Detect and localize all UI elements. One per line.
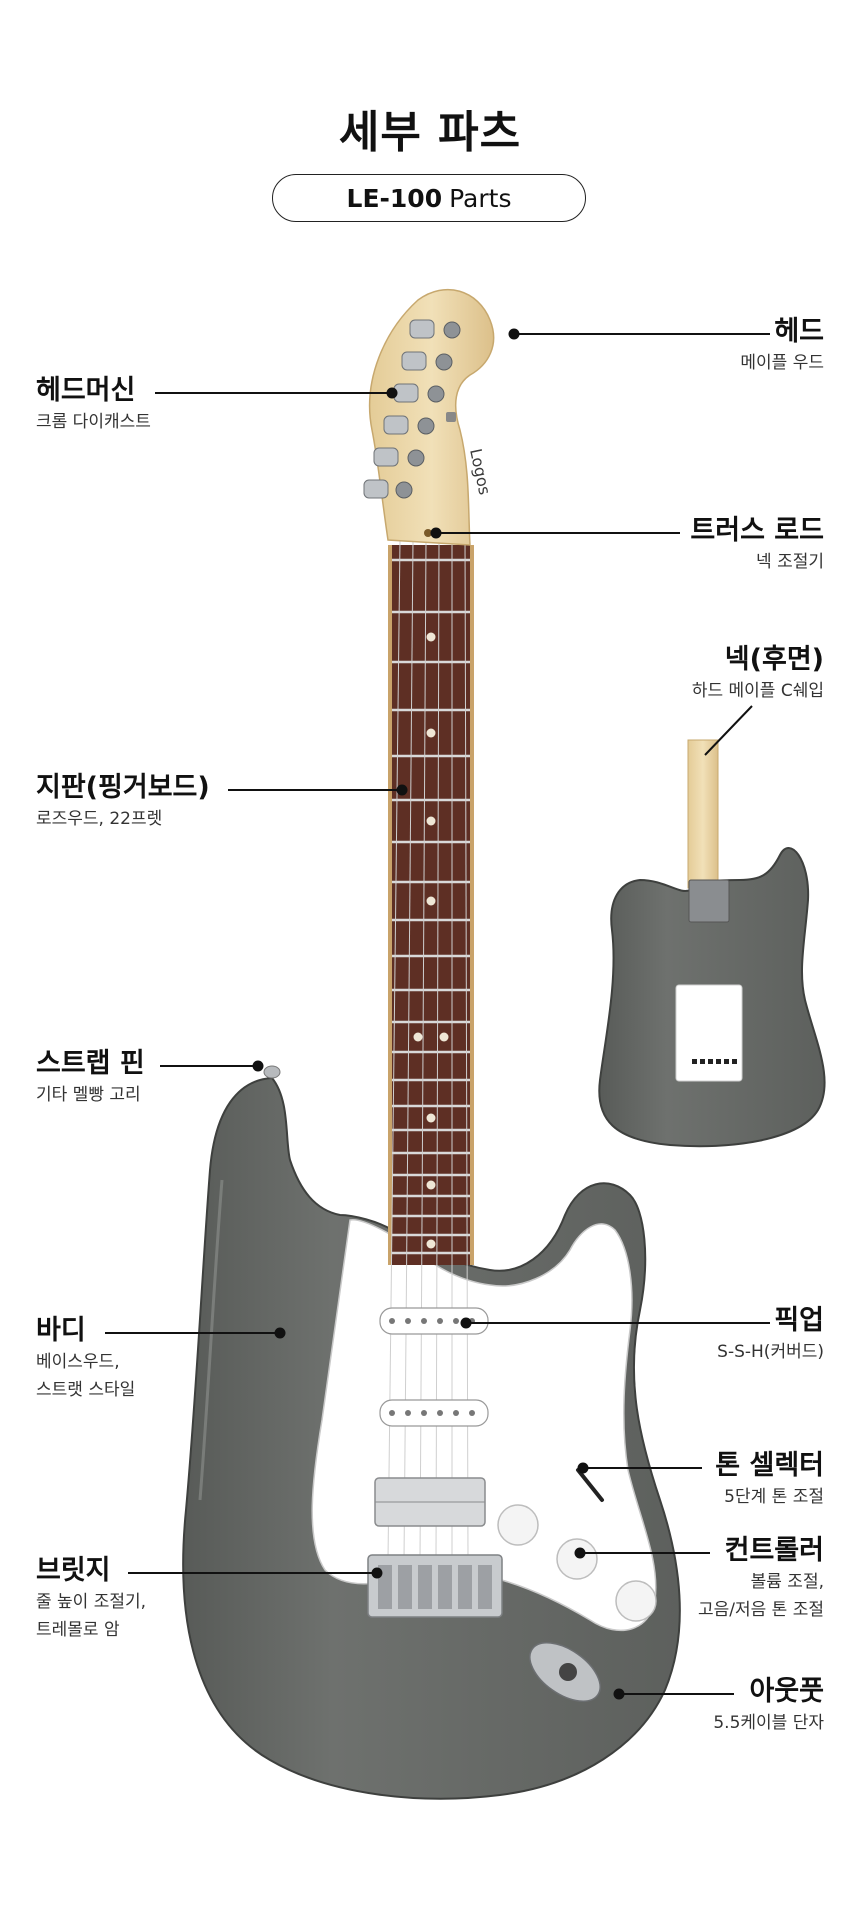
- pickup-desc: S-S-H(커버드): [717, 1342, 824, 1362]
- output-title: 아웃풋: [749, 1676, 824, 1707]
- leader-neck-back: [704, 705, 753, 756]
- brand-logo: Logos: [466, 447, 494, 497]
- page-title: 세부 파츠: [338, 107, 522, 158]
- label-neck-back: 넥(후면) 하드 메이플 C쉐입: [692, 643, 824, 705]
- model-suffix: Parts: [449, 183, 512, 213]
- neck-back: [687, 739, 719, 889]
- pickups: [374, 1307, 489, 1527]
- back-cover-plate: [675, 984, 743, 1082]
- tone-selector-desc: 5단계 톤 조절: [724, 1487, 824, 1507]
- model-badge: LE-100 Parts: [272, 174, 586, 222]
- tuning-machines: [363, 319, 461, 499]
- machine-desc: 크롬 다이캐스트: [36, 412, 151, 432]
- bridge: [367, 1554, 503, 1618]
- strap-title: 스트랩 핀: [36, 1048, 145, 1079]
- machine-title: 헤드머신: [36, 375, 136, 406]
- label-pickup: 픽업 S-S-H(커버드): [717, 1304, 824, 1366]
- label-strap-pin: 스트랩 핀 기타 멜빵 고리: [36, 1047, 145, 1109]
- label-tone-selector: 톤 셀렉터 5단계 톤 조절: [715, 1449, 824, 1511]
- bridge-desc-1: 줄 높이 조절기,: [36, 1592, 147, 1612]
- neck-back-desc: 하드 메이플 C쉐입: [691, 681, 824, 701]
- head-desc: 메이플 우드: [740, 353, 824, 373]
- output-jack: [529, 1642, 601, 1702]
- controller-desc-1: 볼륨 조절,: [750, 1572, 824, 1592]
- body-desc-1: 베이스우드,: [36, 1352, 120, 1372]
- body-desc-2: 스트랫 스타일: [36, 1380, 136, 1400]
- label-bridge: 브릿지 줄 높이 조절기, 트레몰로 암: [36, 1554, 146, 1644]
- bridge-title: 브릿지: [36, 1555, 111, 1586]
- truss-title: 트러스 로드: [690, 515, 824, 546]
- bridge-desc-2: 트레몰로 암: [36, 1620, 120, 1640]
- headstock: [368, 288, 495, 546]
- neck-back-title: 넥(후면): [724, 644, 824, 675]
- tone-selector-title: 톤 셀렉터: [715, 1450, 824, 1481]
- truss-desc: 넥 조절기: [756, 552, 824, 572]
- fingerboard-desc: 로즈우드, 22프렛: [36, 809, 163, 829]
- label-head: 헤드 메이플 우드: [740, 315, 824, 377]
- label-controller: 컨트롤러 볼륨 조절, 고음/저음 톤 조절: [698, 1534, 824, 1624]
- control-knobs: [497, 1504, 657, 1622]
- controller-title: 컨트롤러: [724, 1535, 824, 1566]
- controller-desc-2: 고음/저음 톤 조절: [697, 1600, 824, 1620]
- label-output: 아웃풋 5.5케이블 단자: [713, 1675, 824, 1737]
- pickup-title: 픽업: [774, 1305, 824, 1336]
- strap-desc: 기타 멜빵 고리: [36, 1085, 141, 1105]
- body-title: 바디: [36, 1315, 86, 1346]
- label-truss-rod: 트러스 로드 넥 조절기: [690, 514, 824, 576]
- head-title: 헤드: [774, 316, 824, 347]
- label-body: 바디 베이스우드, 스트랫 스타일: [36, 1314, 135, 1404]
- output-desc: 5.5케이블 단자: [713, 1713, 824, 1733]
- strap-pin: [263, 1065, 281, 1079]
- model-name: LE-100: [346, 183, 443, 213]
- label-machine: 헤드머신 크롬 다이캐스트: [36, 374, 151, 436]
- label-fingerboard: 지판(핑거보드) 로즈우드, 22프렛: [36, 771, 210, 833]
- tone-selector-switch: [576, 1468, 604, 1502]
- fingerboard-title: 지판(핑거보드): [36, 772, 210, 803]
